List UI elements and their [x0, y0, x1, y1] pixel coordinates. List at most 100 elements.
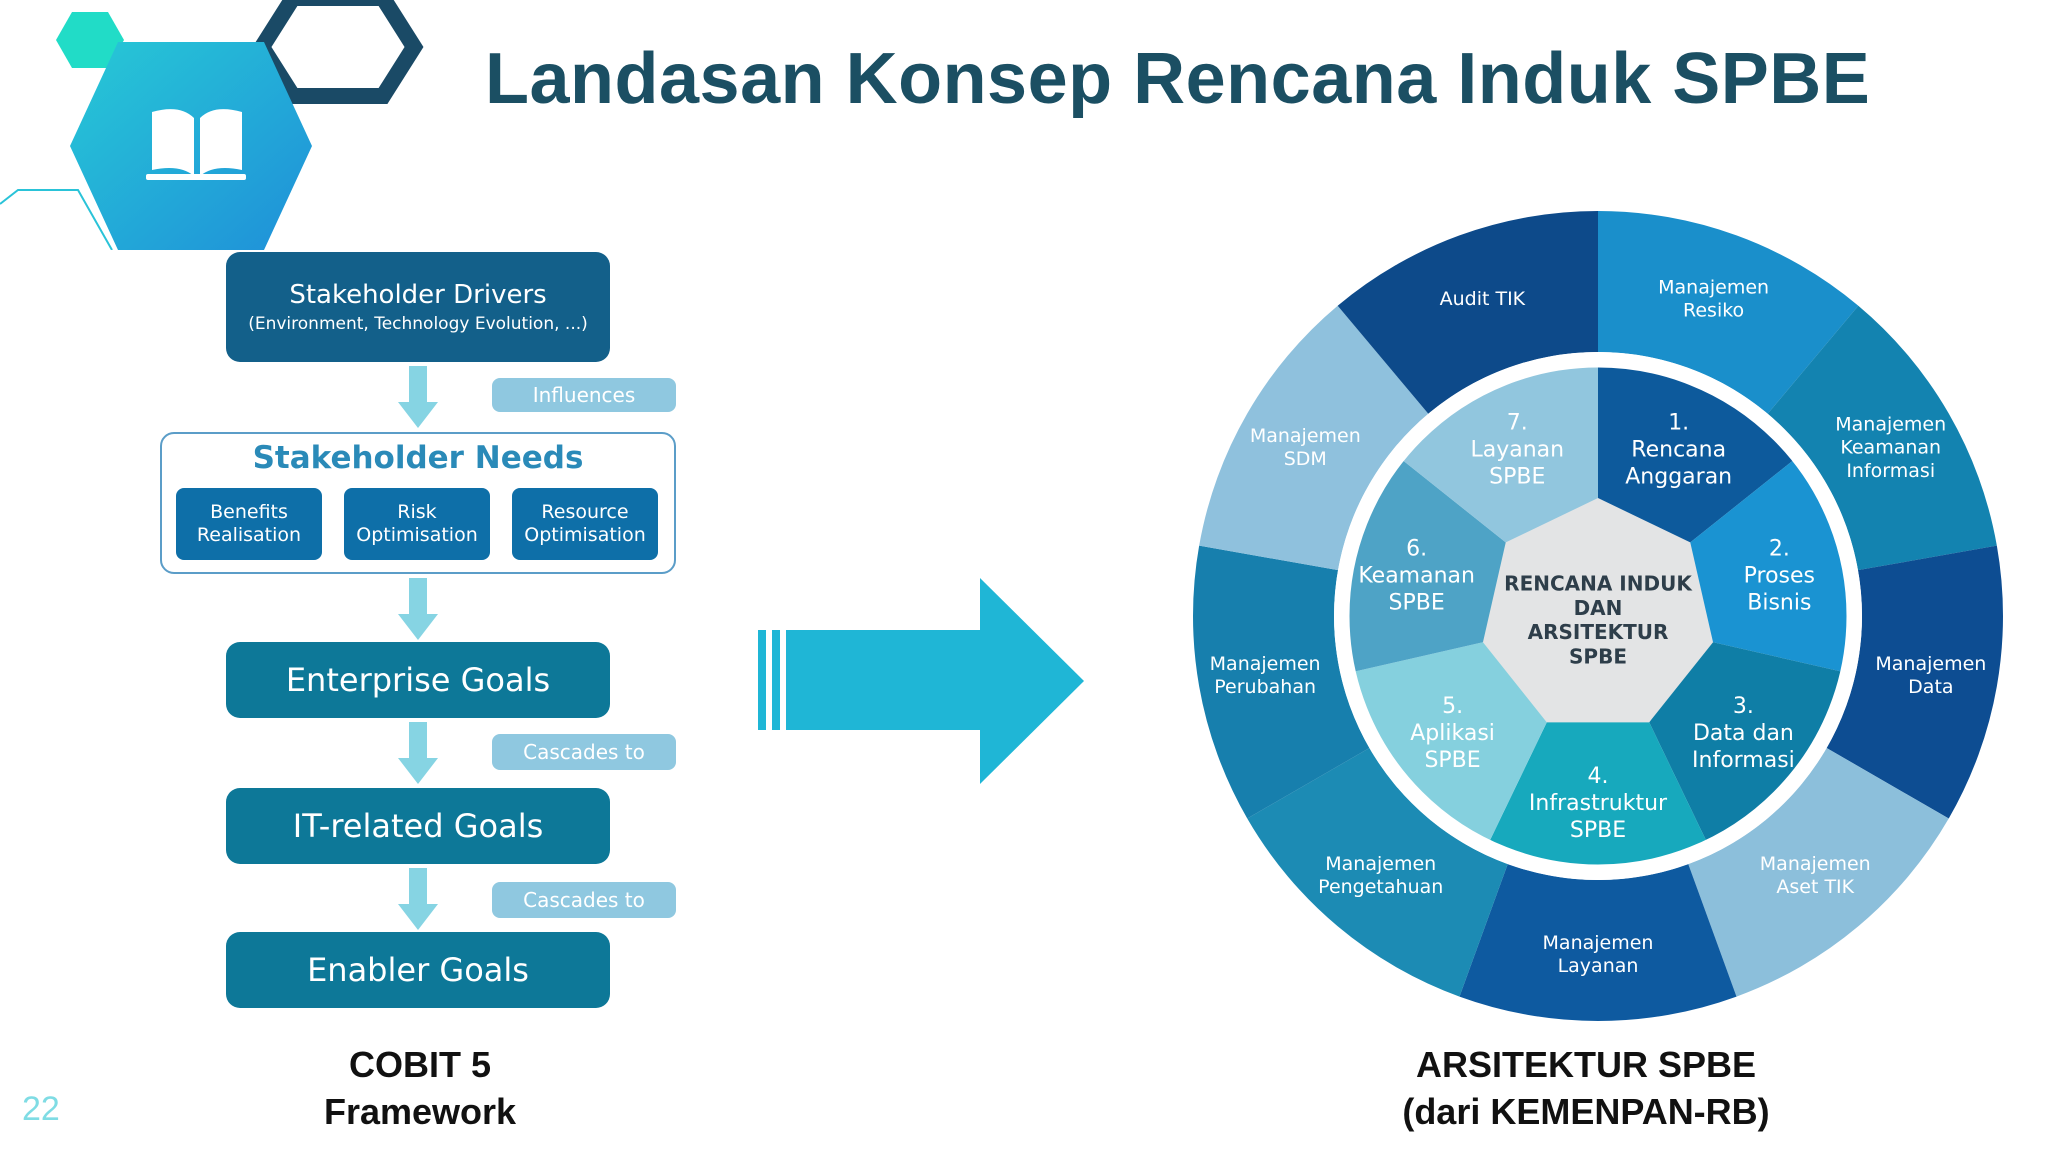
enabler-goals-box: Enabler Goals: [226, 932, 610, 1008]
inner-segment-label-line: 2.: [1769, 537, 1790, 562]
inner-ring-outline: [1346, 364, 1850, 868]
outer-segment-label-line: Keamanan: [1840, 437, 1941, 459]
outer-segment-label-line: Audit TIK: [1440, 288, 1526, 310]
outer-segment: [1459, 864, 1737, 1021]
outer-segment: [1688, 748, 1949, 997]
inner-segment-label-line: 6.: [1406, 537, 1427, 562]
down-arrow-icon: [398, 366, 438, 428]
stakeholder-drivers-title: Stakeholder Drivers: [289, 280, 547, 310]
down-arrow-icon: [398, 722, 438, 784]
inner-segment-label-line: 4.: [1588, 764, 1609, 789]
inner-segment-label-line: Rencana: [1631, 437, 1726, 462]
inner-segment-label-line: 3.: [1733, 694, 1754, 719]
needs-item-line1: Benefits: [210, 501, 288, 524]
inner-segment-label-line: SPBE: [1424, 748, 1480, 773]
stakeholder-drivers-box: Stakeholder Drivers (Environment, Techno…: [226, 252, 610, 362]
needs-item-line1: Risk: [397, 501, 437, 524]
inner-segment: [1640, 637, 1842, 842]
inner-segment: [1489, 704, 1707, 866]
header-decoration: [0, 0, 424, 250]
outer-segment: [1193, 545, 1370, 819]
down-arrow-icon: [398, 868, 438, 930]
inner-segment-label-line: Informasi: [1692, 748, 1795, 773]
arsitektur-caption-line2: (dari KEMENPAN-RB): [1402, 1090, 1770, 1132]
slide-title: Landasan Konsep Rencana Induk SPBE: [485, 39, 1871, 119]
inner-segment: [1348, 460, 1522, 672]
center-label-line: SPBE: [1569, 645, 1627, 669]
outer-segment: [1337, 211, 1598, 414]
outer-segment-label-line: Aset TIK: [1776, 876, 1854, 898]
outer-segment-label-line: Pengetahuan: [1318, 876, 1443, 898]
needs-item-line2: Optimisation: [524, 524, 646, 546]
it-related-goals-box: IT-related Goals: [226, 788, 610, 864]
it-related-goals-label: IT-related Goals: [292, 807, 544, 845]
inner-segment: [1674, 460, 1848, 672]
cobit-caption: COBIT 5 Framework: [220, 1042, 620, 1136]
cascades-to-label: Cascades to: [492, 734, 676, 770]
enterprise-goals-box: Enterprise Goals: [226, 642, 610, 718]
outer-segment-label-line: Manajemen: [1875, 653, 1986, 675]
outer-segment: [1826, 545, 2004, 819]
inner-segment-label-line: Anggaran: [1625, 464, 1732, 489]
center-heptagon: [1482, 498, 1714, 723]
inner-segment-label-line: Keamanan: [1358, 564, 1475, 589]
outer-segment-label-line: Perubahan: [1214, 676, 1316, 698]
cobit-caption-line1: COBIT 5: [348, 1044, 491, 1085]
outer-segment-label-line: Resiko: [1683, 300, 1744, 322]
outer-segment-label-line: Manajemen: [1325, 853, 1436, 875]
inner-segment-label-line: 1.: [1668, 410, 1689, 435]
page-number: 22: [22, 1090, 60, 1128]
inner-segment-label-line: Layanan: [1470, 437, 1564, 462]
needs-item-line1: Resource: [541, 501, 629, 524]
cobit-caption-line2: Framework: [323, 1090, 517, 1132]
center-label-line: DAN: [1574, 596, 1623, 620]
outer-segment-label-line: Manajemen: [1210, 653, 1321, 675]
stakeholder-drivers-subtitle: (Environment, Technology Evolution, ...): [248, 314, 588, 334]
needs-item-line2: Realisation: [196, 524, 302, 546]
outer-segment: [1767, 305, 1997, 571]
navy-outline-hexagon: [252, 0, 424, 104]
center-label-line: RENCANA INDUK: [1504, 571, 1693, 595]
inner-segment: [1354, 637, 1556, 842]
inner-segment-label-line: Aplikasi: [1410, 721, 1495, 746]
needs-item-line2: Optimisation: [356, 524, 478, 546]
small-cyan-hexagon: [56, 12, 124, 68]
outer-segment: [1199, 305, 1429, 571]
outer-segment-label-line: Manajemen: [1760, 853, 1871, 875]
arsitektur-caption-line1: ARSITEKTUR SPBE: [1415, 1044, 1757, 1085]
outer-segment-label-line: Manajemen: [1250, 425, 1361, 447]
thin-outline-decoration: [0, 189, 113, 250]
outer-segment-label-line: Layanan: [1558, 955, 1639, 977]
influences-label: Influences: [492, 378, 676, 412]
inner-segment-label-line: Bisnis: [1747, 591, 1811, 616]
inner-segment-label-line: Infrastruktur: [1529, 791, 1668, 816]
inner-segment-label-line: 5.: [1442, 694, 1463, 719]
right-arrow-icon: [758, 578, 1084, 784]
arsitektur-caption: ARSITEKTUR SPBE (dari KEMENPAN-RB): [1356, 1042, 1816, 1136]
outer-segment: [1598, 211, 1859, 414]
outer-segment-label-line: Data: [1908, 676, 1953, 698]
outer-segment-label-line: Manajemen: [1835, 413, 1946, 435]
outer-segment-label-line: SDM: [1284, 448, 1327, 470]
down-arrow-icon: [398, 578, 438, 640]
inner-segment-label-line: Proses: [1744, 564, 1815, 589]
